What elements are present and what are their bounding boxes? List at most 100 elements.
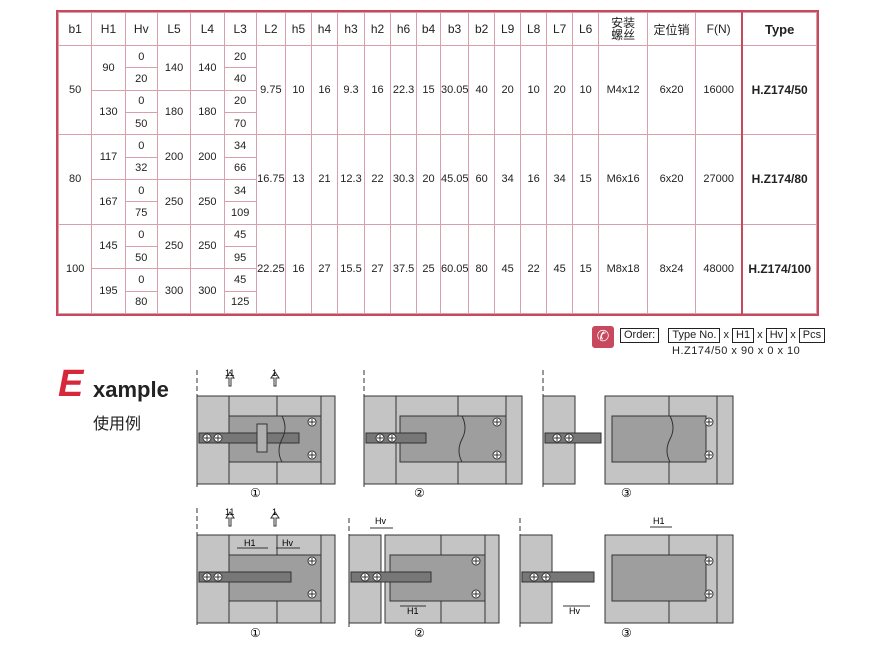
order-field-hv: Hv (765, 328, 788, 343)
header-force: F(N) (695, 12, 743, 46)
cell-L6: 15 (572, 223, 600, 315)
header-L2: L2 (255, 12, 286, 46)
diagram-top-3: ③ (542, 370, 734, 500)
cell-L4: 180 (190, 89, 225, 136)
header-install-screw: 安装 螺丝 (598, 12, 649, 46)
order-field-type: Type No. (668, 328, 721, 343)
order-field-pcs: Pcs (798, 328, 826, 343)
cell-L4: 250 (190, 223, 225, 270)
order-sep: x (723, 329, 729, 341)
cell-F: 16000 (695, 44, 743, 136)
cell-L8: 22 (520, 223, 548, 315)
cell-L5: 250 (156, 223, 192, 270)
cell-pin: 6x20 (647, 44, 696, 136)
cell-h6: 37.5 (390, 223, 418, 315)
arrow-label-11: 11 (225, 368, 234, 378)
cell-H1: 130 (91, 89, 126, 136)
step-label-2-b: ② (414, 626, 425, 640)
header-install-line2: 螺丝 (611, 28, 636, 42)
diagram-bottom-2: Hv H1 ② (348, 516, 500, 640)
header-H1: H1 (91, 12, 126, 46)
diagram-top-1: 11 1 ① (196, 368, 336, 500)
cell-b3: 60.05 (439, 223, 470, 315)
example-initial: E (58, 363, 84, 405)
header-b2: b2 (468, 12, 496, 46)
table-header-row: b1 H1 Hv L5 L4 L3 L2 h5 h4 h3 h2 h6 b4 b… (57, 12, 818, 46)
cell-L9: 20 (494, 44, 522, 136)
cell-h4: 27 (310, 223, 338, 315)
cell-b4: 20 (416, 134, 441, 225)
step-label-1-b: ① (250, 626, 261, 640)
header-locating-pin: 定位销 (647, 12, 696, 46)
header-L3: L3 (223, 12, 257, 46)
cell-h5: 10 (284, 44, 312, 136)
cell-L2: 9.75 (255, 44, 286, 136)
cell-H1: 167 (91, 178, 126, 225)
diagram-bottom-3: Hv H1 ③ (519, 516, 734, 640)
spec-table-frame: b1 H1 Hv L5 L4 L3 L2 h5 h4 h3 h2 h6 b4 b… (56, 10, 819, 316)
header-L4: L4 (190, 12, 225, 46)
step-label-2: ② (414, 486, 425, 500)
cell-L5: 140 (156, 45, 192, 91)
order-format: Order: Type No. x H1 x Hv x Pcs (620, 328, 826, 343)
cell-Hv: 50 (124, 111, 158, 136)
cell-Hv: 32 (124, 156, 158, 180)
step-label-1: ① (250, 486, 261, 500)
example-title: xample (93, 377, 169, 402)
cell-H1: 145 (91, 223, 126, 270)
order-sep: x (757, 329, 763, 341)
cell-h5: 13 (284, 134, 312, 225)
dim-H1-2: H1 (407, 606, 419, 616)
cell-screw: M4x12 (598, 44, 649, 136)
step-label-3: ③ (621, 486, 632, 500)
arrow-label-11-b: 11 (225, 507, 234, 517)
cell-F: 48000 (695, 223, 743, 315)
cell-b4: 25 (416, 223, 441, 315)
cell-L3: 20 (223, 89, 257, 113)
cell-Hv: 80 (124, 290, 158, 315)
cell-b2: 80 (468, 223, 496, 315)
dim-H1-3: H1 (653, 516, 665, 526)
cell-h3: 9.3 (336, 44, 366, 136)
header-L5: L5 (156, 12, 192, 46)
header-b3: b3 (439, 12, 470, 46)
cell-b1: 50 (57, 44, 93, 136)
cell-L7: 34 (546, 134, 574, 225)
order-example: H.Z174/50 x 90 x 0 x 10 (672, 345, 801, 357)
header-install-line1: 安装 (611, 16, 636, 30)
cell-L3: 45 (223, 223, 257, 247)
header-type: Type (741, 12, 818, 46)
header-b4: b4 (416, 12, 441, 46)
dim-Hv: Hv (282, 538, 293, 548)
dim-Hv-3: Hv (569, 606, 580, 616)
cell-L4: 200 (190, 134, 225, 180)
cell-h5: 16 (284, 223, 312, 315)
cell-h2: 27 (364, 223, 392, 315)
example-title-cn: 使用例 (93, 416, 142, 433)
cell-L3: 45 (223, 268, 257, 292)
cell-pin: 8x24 (647, 223, 696, 315)
cell-H1: 195 (91, 268, 126, 314)
order-sep: x (790, 329, 796, 341)
cell-L5: 250 (156, 178, 192, 225)
cell-F: 27000 (695, 134, 743, 225)
order-label: Order: (620, 328, 660, 343)
cell-h6: 22.3 (390, 44, 418, 136)
cell-pin: 6x20 (647, 134, 696, 225)
cell-h3: 15.5 (336, 223, 366, 315)
cell-screw: M8x18 (598, 223, 649, 315)
cell-L5: 300 (156, 268, 192, 314)
arrow-label-1-b: 1 (272, 507, 277, 517)
cell-h6: 30.3 (390, 134, 418, 225)
dim-H1: H1 (244, 538, 256, 548)
cell-type: H.Z174/100 (741, 223, 818, 315)
